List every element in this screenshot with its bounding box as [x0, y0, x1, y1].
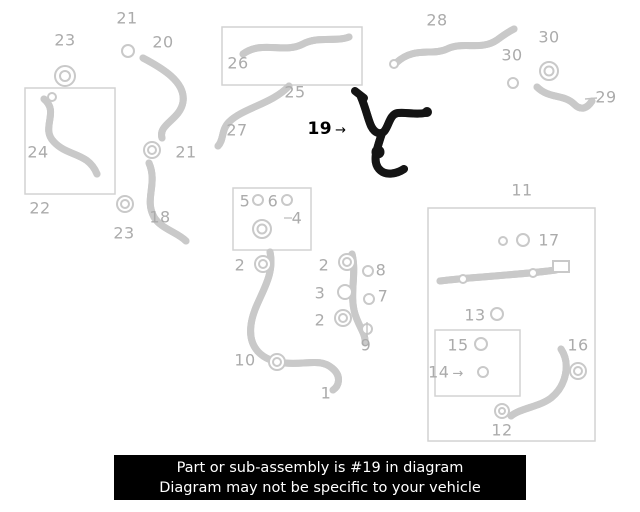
part-callout-30: 30 — [538, 28, 559, 47]
part-callout-label: 10 — [234, 350, 256, 370]
part-callout-label: 25 — [284, 82, 306, 102]
part-callout-label: 16 — [567, 335, 589, 355]
part-callout-23: 23 — [54, 31, 75, 50]
part-callout-label: 21 — [116, 8, 138, 28]
part-callout-label: 7 — [377, 286, 389, 306]
part-callout-20: 20 — [152, 33, 173, 52]
part-callout-label: 8 — [375, 260, 387, 280]
part-callout-label: 30 — [501, 45, 523, 65]
part-callout-label: 18 — [149, 207, 171, 227]
part-callout-label: 30 — [538, 27, 560, 47]
part-callout-25: 25 — [284, 83, 305, 102]
banner-line-2: Diagram may not be specific to your vehi… — [159, 479, 481, 496]
part-callout-label: 2 — [234, 255, 246, 275]
part-callout-label: 13 — [464, 305, 486, 325]
part-callout-21: 21 — [175, 143, 196, 162]
part-callout-17: 17 — [538, 231, 559, 250]
part-callout-label: 2 — [318, 255, 330, 275]
part-callout-18: 18 — [149, 208, 170, 227]
part-callout-label: 9 — [360, 335, 372, 355]
part-callout-5: 5 — [240, 192, 251, 211]
part-callout-11: 11 — [511, 181, 532, 200]
part-callout-15: 15 — [447, 336, 468, 355]
part-callout-label: 1 — [320, 383, 332, 403]
part-callout-1: 1 — [321, 384, 332, 403]
part-callout-label: 5 — [239, 191, 251, 211]
part-callout-label: 23 — [113, 223, 135, 243]
part-callout-28: 28 — [426, 11, 447, 30]
part-callout-label: 28 — [426, 10, 448, 30]
callout-arrow-icon: → — [335, 123, 347, 138]
part-callout-label: 2 — [314, 310, 326, 330]
part-callout-21: 21 — [116, 9, 137, 28]
part-callout-10: 10 — [234, 351, 255, 370]
part-callout-3: 3 — [315, 284, 326, 303]
part-callout-19: 19→ — [307, 119, 346, 139]
part-callout-29: 29 — [595, 88, 616, 107]
part-callout-30: 30 — [501, 46, 522, 65]
part-callout-2: 2 — [319, 256, 330, 275]
part-callout-12: 12 — [491, 421, 512, 440]
part-callout-8: 8 — [376, 261, 387, 280]
banner-line-1: Part or sub-assembly is #19 in diagram — [176, 459, 464, 476]
part-callout-24: 24 — [27, 143, 48, 162]
part-callout-label: 12 — [491, 420, 513, 440]
part-callout-label: 15 — [447, 335, 469, 355]
part-callout-label: 21 — [175, 142, 197, 162]
part-callout-23: 23 — [113, 224, 134, 243]
callout-arrow-icon: → — [452, 366, 464, 382]
highlight-banner: Part or sub-assembly is #19 in diagram D… — [114, 455, 526, 500]
part-callout-13: 13 — [464, 306, 485, 325]
part-callout-label: 6 — [267, 191, 279, 211]
part-callout-2: 2 — [235, 256, 246, 275]
part-callout-27: 27 — [226, 121, 247, 140]
part-callout-26: 26 — [227, 54, 248, 73]
part-callout-label: 26 — [227, 53, 249, 73]
part-callout-label: 19 — [307, 119, 333, 139]
sub-assembly-boxes — [24, 26, 596, 442]
part-callout-9: 9 — [361, 336, 372, 355]
part-callout-22: 22 — [29, 199, 50, 218]
part-callout-label: 27 — [226, 120, 248, 140]
part-callout-label: 20 — [152, 32, 174, 52]
part-callout-7: 7 — [378, 287, 389, 306]
clamps-and-fittings — [47, 44, 587, 419]
part-callout-label: 17 — [538, 230, 560, 250]
part-callout-label: 24 — [27, 142, 49, 162]
part-callout-6: 6 — [268, 192, 279, 211]
leader-lines — [284, 97, 598, 337]
part-callout-label: 22 — [29, 198, 51, 218]
part-19-core — [361, 97, 425, 174]
part-callout-16: 16 — [567, 336, 588, 355]
part-callout-label: 4 — [291, 208, 303, 228]
part-callout-2: 2 — [315, 311, 326, 330]
part-callout-label: 23 — [54, 30, 76, 50]
part-callout-4: 4 — [292, 209, 303, 228]
part-callout-14: 14→ — [428, 363, 464, 382]
part-callout-label: 11 — [511, 180, 533, 200]
part-callout-label: 14 — [428, 362, 450, 382]
part-callout-label: 3 — [314, 283, 326, 303]
part-callout-label: 29 — [595, 87, 617, 107]
